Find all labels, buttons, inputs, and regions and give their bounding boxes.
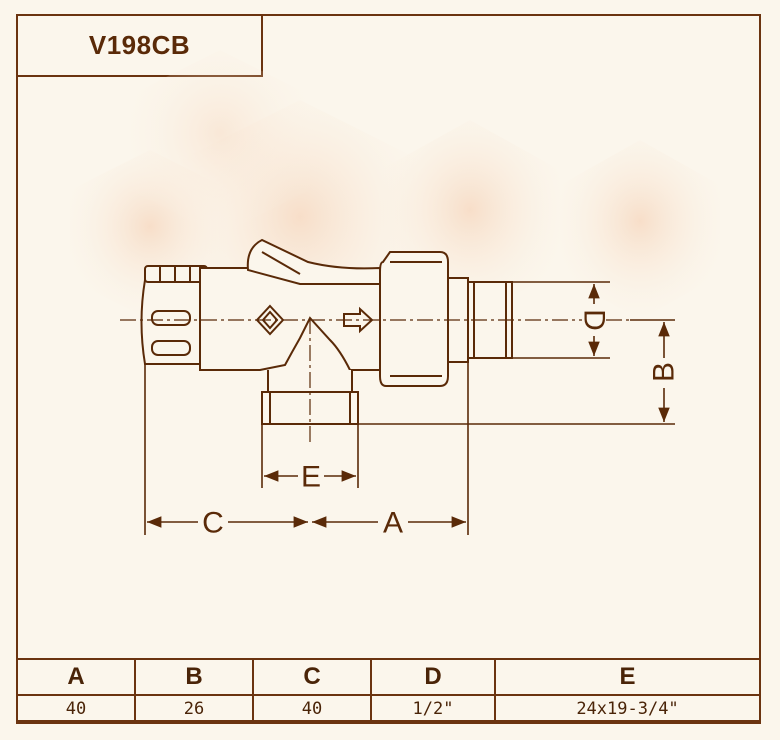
table-header-e: E — [494, 658, 761, 696]
dimension-table: A B C D E 40 26 40 1/2" 24x19-3/4" — [16, 658, 761, 724]
table-header-d: D — [370, 658, 496, 696]
model-title: V198CB — [88, 30, 191, 60]
centre-lines — [120, 318, 630, 445]
table-value-e: 24x19-3/4" — [494, 694, 761, 724]
table-value-d: 1/2" — [370, 694, 496, 724]
table-value-c: 40 — [252, 694, 372, 724]
dim-label-c: C — [202, 507, 224, 540]
cap-slot-bottom — [151, 340, 191, 356]
table-header-b: B — [134, 658, 254, 696]
valve-body — [140, 238, 513, 425]
extension-lines — [144, 281, 675, 535]
table-value-a: 40 — [16, 694, 136, 724]
dim-label-b: B — [648, 362, 681, 382]
table-header-a: A — [16, 658, 136, 696]
dim-label-e: E — [301, 461, 321, 494]
table-header-c: C — [252, 658, 372, 696]
valve-lever — [246, 238, 384, 285]
union-nut — [379, 251, 449, 387]
title-box: V198CB — [16, 14, 263, 77]
dim-label-a: A — [383, 507, 403, 540]
dim-label-d: D — [578, 309, 611, 331]
cap-slot-top — [151, 310, 191, 326]
table-value-b: 26 — [134, 694, 254, 724]
